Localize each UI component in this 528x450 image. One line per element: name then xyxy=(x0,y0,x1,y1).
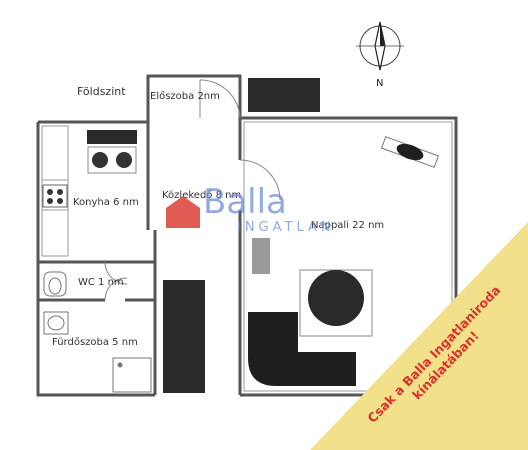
door-swings xyxy=(104,79,281,301)
compass-north-label: N xyxy=(376,78,383,89)
living-furniture xyxy=(163,78,440,393)
banner-background xyxy=(310,222,528,450)
walls xyxy=(36,74,458,397)
watermark-sub: INGATLAN xyxy=(237,220,335,235)
balla-logo-icon: Balla INGATLAN xyxy=(166,182,335,235)
compass-icon: N xyxy=(356,21,404,89)
room-nappali: Nappali 22 nm xyxy=(311,220,384,231)
room-konyha: Konyha 6 nm xyxy=(73,197,139,208)
bathroom-fixtures xyxy=(43,271,152,393)
room-eloszoba: Előszoba 2nm xyxy=(150,90,220,102)
room-wc: WC 1 nm xyxy=(78,277,124,288)
inner-walls xyxy=(41,121,453,392)
room-furdoszoba: Fürdőszoba 5 nm xyxy=(52,336,138,348)
floor-label: Földszint xyxy=(77,85,126,98)
watermark-brand: Balla xyxy=(203,182,287,222)
kitchen-fixtures xyxy=(42,130,137,208)
